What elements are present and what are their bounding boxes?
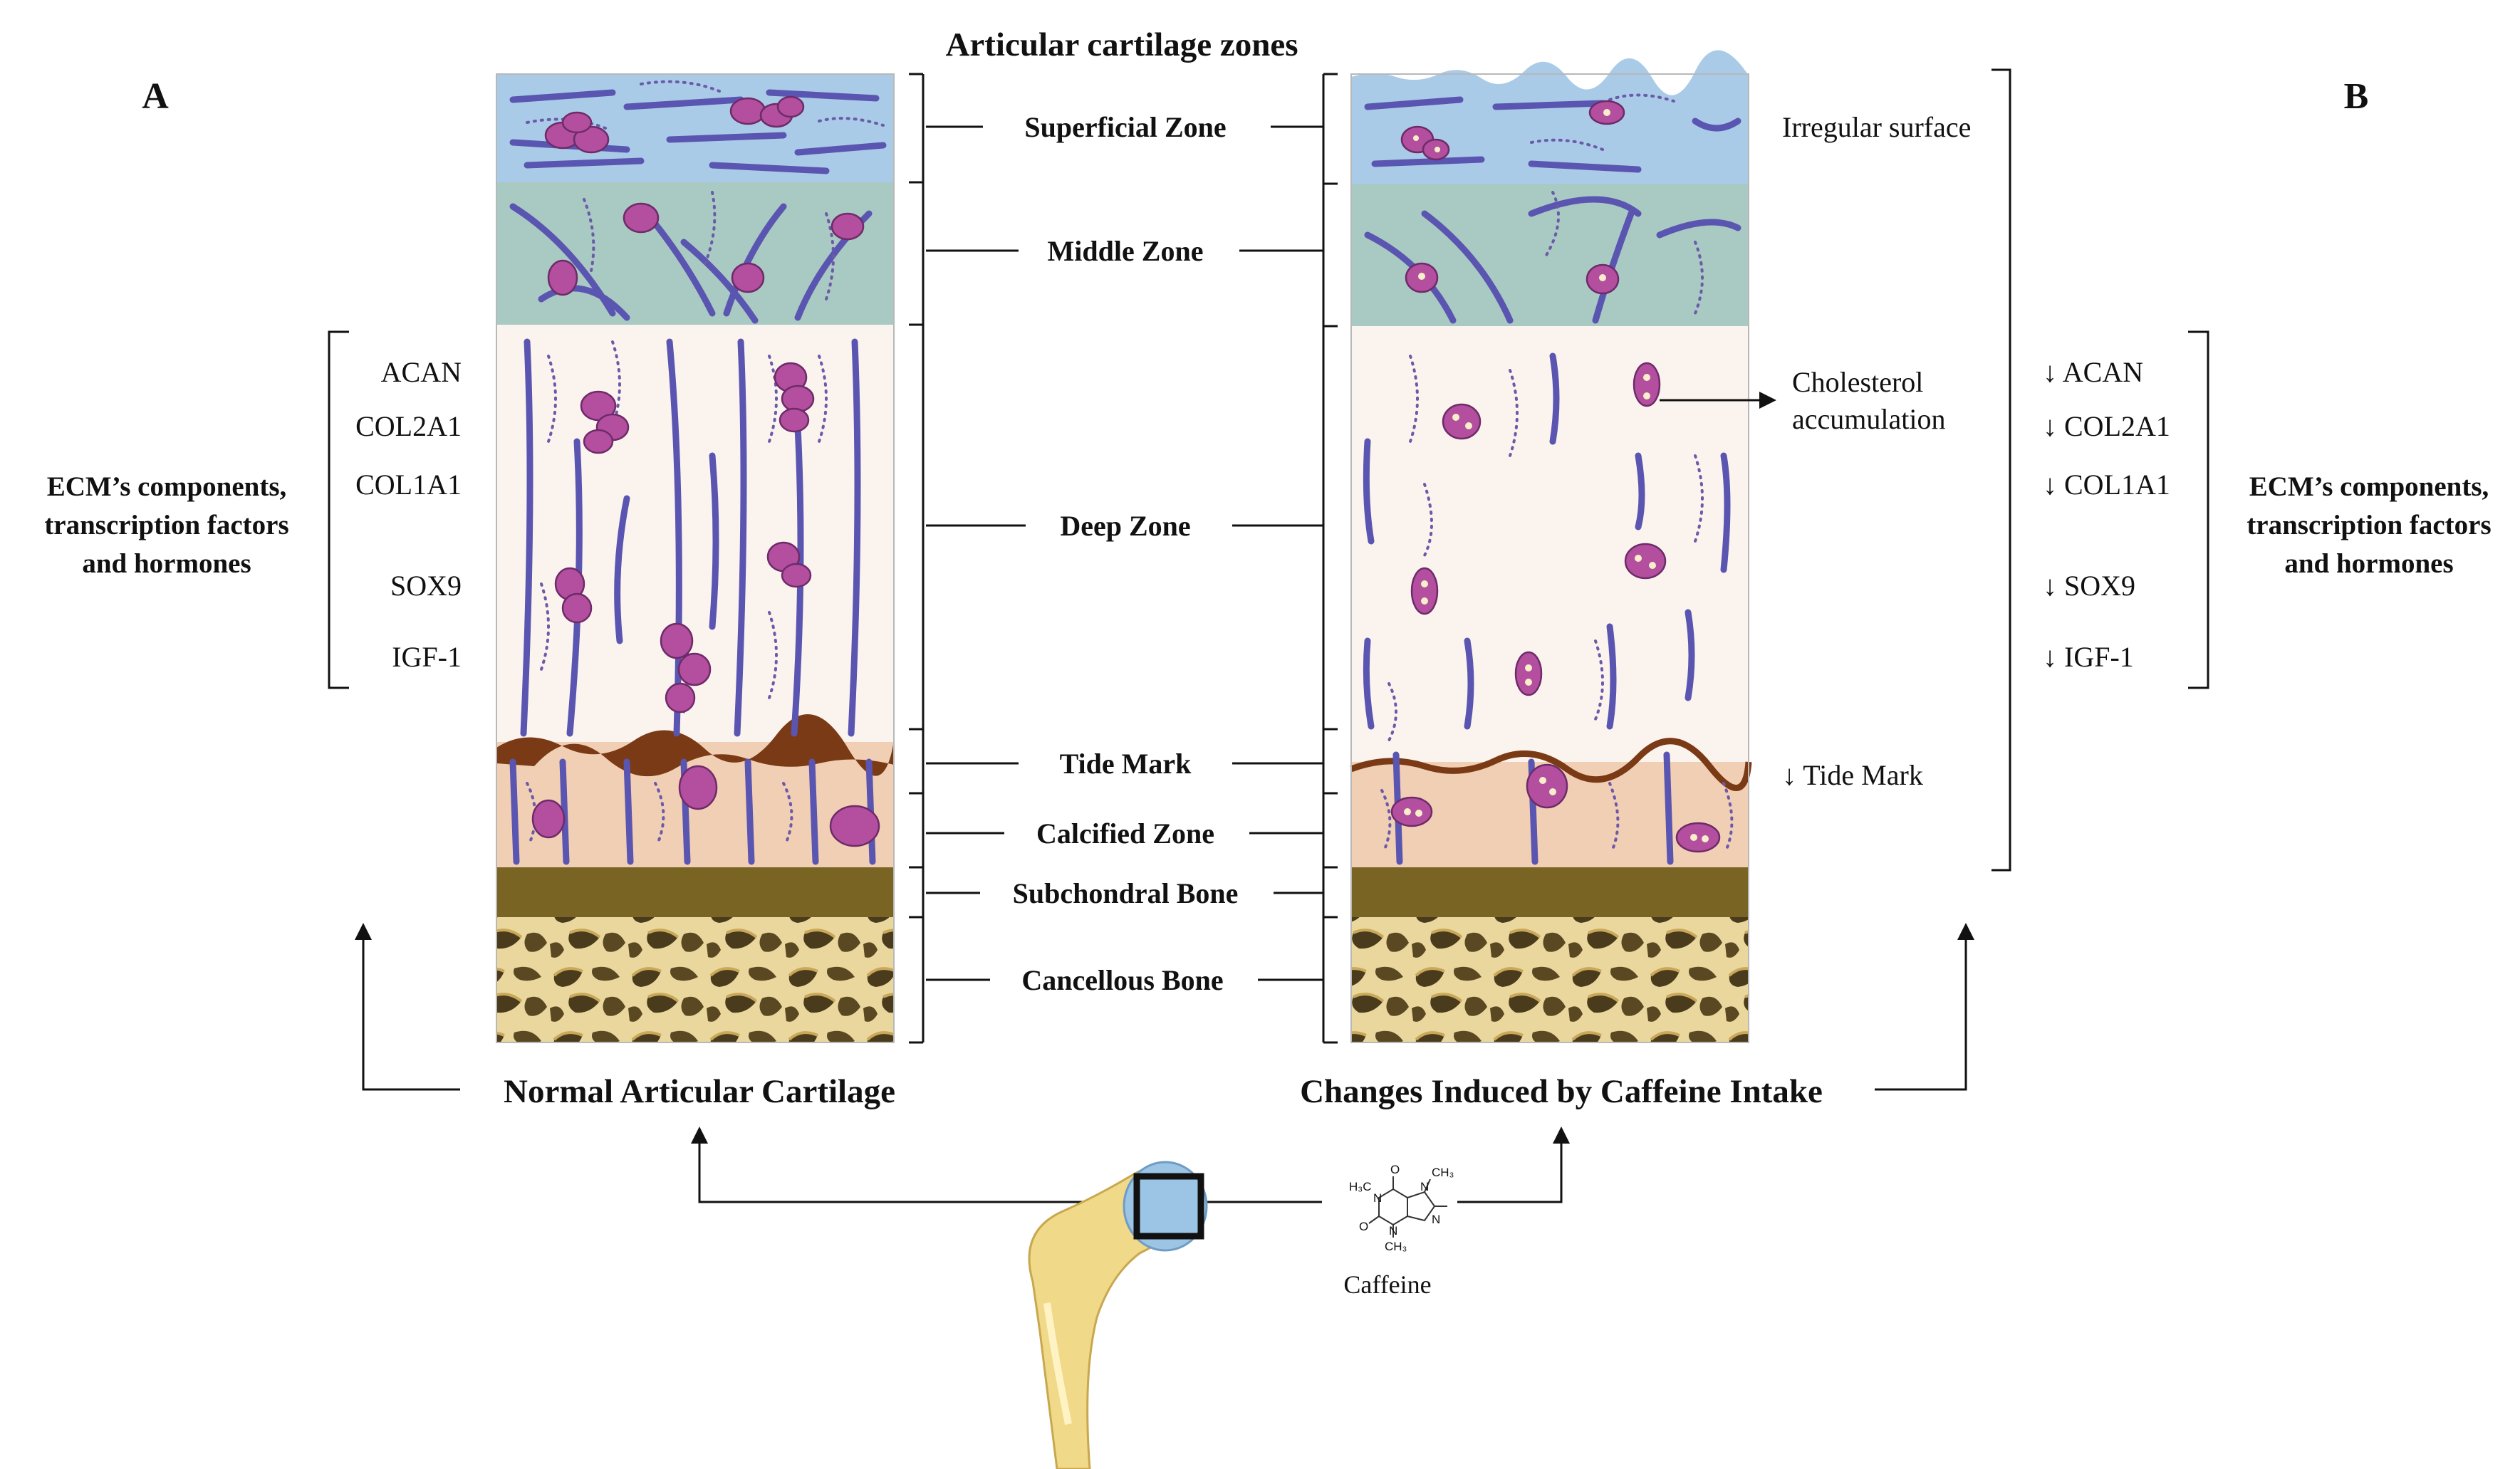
cancellous-bone-right [1351,917,1749,1042]
cancellous-bone-left [496,917,894,1042]
femur-head [1123,1161,1208,1252]
annotation-cholesterol-line2: accumulation [1792,403,1945,435]
atom-n-7: N [1420,1180,1429,1193]
atom-ch3-top: CH₃ [1432,1166,1454,1179]
arrowhead-to-normal [691,1126,708,1144]
caffeine-cartilage-block [1350,50,1752,1043]
right-marker-col1a1: ↓ COL1A1 [2043,469,2170,501]
right-marker-col2a1: ↓ COL2A1 [2043,410,2170,442]
zone-label-tide: Tide Mark [1060,748,1192,780]
left-marker-igf1: IGF-1 [392,641,462,673]
center-zone-rulers [909,73,1338,1044]
left-group-label-line3: and hormones [82,548,251,579]
tide-mark-right [1350,738,1752,791]
left-marker-col2a1: COL2A1 [355,410,462,442]
panel-letter-b: B [2344,76,2369,117]
cholesterol-arrowhead [1759,392,1776,409]
caffeine-label: Caffeine [1343,1270,1431,1299]
left-markers: ACAN COL2A1 COL1A1 SOX9 IGF-1 ECM’s comp… [44,330,462,689]
subchondral-bone-left [496,867,894,917]
bottom-flow: Normal Articular Cartilage Changes Induc… [355,923,1974,1203]
left-marker-acan: ACAN [381,356,462,388]
zone-label-deep: Deep Zone [1060,510,1190,542]
caption-caffeine: Changes Induced by Caffeine Intake [1300,1073,1823,1110]
atom-o-top: O [1390,1163,1400,1176]
atom-o-left: O [1359,1220,1368,1233]
figure-title: Articular cartilage zones [945,26,1298,63]
femur-highlight [1043,1302,1072,1425]
right-marker-igf1: ↓ IGF-1 [2043,641,2134,673]
left-marker-col1a1: COL1A1 [355,469,462,501]
left-group-label-line1: ECM’s components, [47,471,287,502]
arrowhead-left-up [355,923,372,940]
atom-n-3: N [1389,1224,1397,1238]
left-marker-sox9: SOX9 [390,570,462,602]
right-group-label-line1: ECM’s components, [2249,471,2489,502]
superficial-zone-right [1351,50,1749,184]
caffeine-molecule: O N N N N O H₃C CH₃ CH₃ [1349,1163,1454,1253]
normal-cartilage-block [496,73,895,1043]
normal-block-border [496,73,895,1043]
zone-label-superficial: Superficial Zone [1024,111,1226,143]
right-group-label-line3: and hormones [2284,548,2453,579]
femur-zoom-box [1133,1173,1204,1240]
arrowhead-right-up [1957,923,1974,940]
annotation-irregular-surface: Irregular surface [1782,111,1971,143]
right-marker-sox9: ↓ SOX9 [2043,570,2135,602]
zone-label-subchondral: Subchondral Bone [1013,877,1239,909]
annotation-tide-mark: ↓ Tide Mark [1782,759,1923,791]
annotation-cholesterol-line1: Cholesterol [1792,366,1923,398]
chondrocytes-left [531,95,880,847]
chondrocytes-right [1390,100,1721,853]
atom-n-1: N [1373,1191,1382,1205]
atom-h3c: H₃C [1349,1180,1371,1193]
zone-label-middle: Middle Zone [1048,235,1204,267]
right-marker-acan: ↓ ACAN [2043,356,2143,388]
left-group-label-line2: transcription factors [44,510,288,540]
atom-n-9: N [1432,1213,1440,1226]
zone-label-calcified: Calcified Zone [1036,817,1214,849]
subchondral-bone-right [1351,867,1749,917]
caffeine-block-border [1350,73,1749,1043]
femur-illustration [1028,1161,1208,1469]
arrowhead-to-caffeine [1553,1126,1570,1144]
atom-ch3-bottom: CH₃ [1385,1240,1407,1253]
caption-normal: Normal Articular Cartilage [504,1073,895,1110]
caffeine-annotations: Irregular surface Cholesterol accumulati… [1660,68,2011,872]
panel-letter-a: A [142,76,169,117]
right-markers: ↓ ACAN ↓ COL2A1 ↓ COL1A1 ↓ SOX9 ↓ IGF-1 … [2043,330,2492,689]
right-group-label-line2: transcription factors [2246,510,2491,540]
zone-label-cancellous: Cancellous Bone [1021,964,1223,996]
